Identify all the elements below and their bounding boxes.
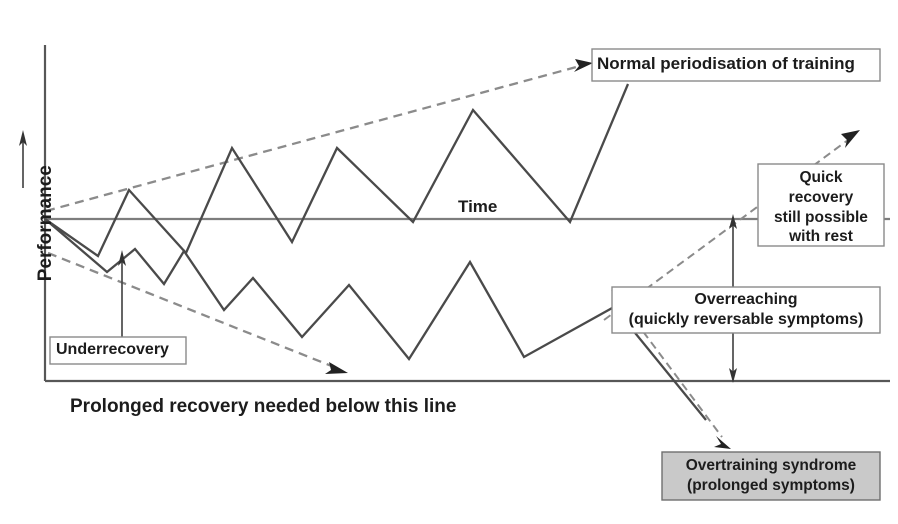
callout-box-overreaching[interactable] (611, 286, 881, 334)
underrecovery-pointer-arrow (118, 250, 126, 338)
zigzag-normal-periodisation (44, 83, 630, 258)
callout-label-overtraining-syndrome: Overtraining syndrome (prolonged symptom… (685, 457, 857, 494)
y-axis-label: Performance (34, 165, 56, 282)
callout-box-quick-recovery[interactable] (757, 163, 885, 247)
upper-trend-dashed (45, 59, 593, 213)
overreaching-span-arrow (729, 214, 737, 383)
lower-trend-dashed (47, 251, 348, 374)
performance-up-arrow-icon (19, 130, 27, 188)
callout-box-normal-periodisation[interactable] (591, 48, 881, 82)
callout-box-overtraining-syndrome[interactable] (661, 451, 881, 501)
callout-label-normal-periodisation: Normal periodisation of training (597, 54, 855, 73)
time-axis-label: Time (458, 197, 498, 216)
bottom-caption: Prolonged recovery needed below this lin… (70, 396, 457, 417)
callout-label-overreaching: Overreaching (quickly reversable symptom… (628, 291, 864, 329)
callout-label-quick-recovery: Quick recovery still possible with rest (774, 169, 868, 246)
zigzag-underrecovery (44, 218, 707, 421)
callout-box-underrecovery[interactable] (49, 336, 187, 365)
callout-label-underrecovery: Underrecovery (56, 341, 169, 358)
